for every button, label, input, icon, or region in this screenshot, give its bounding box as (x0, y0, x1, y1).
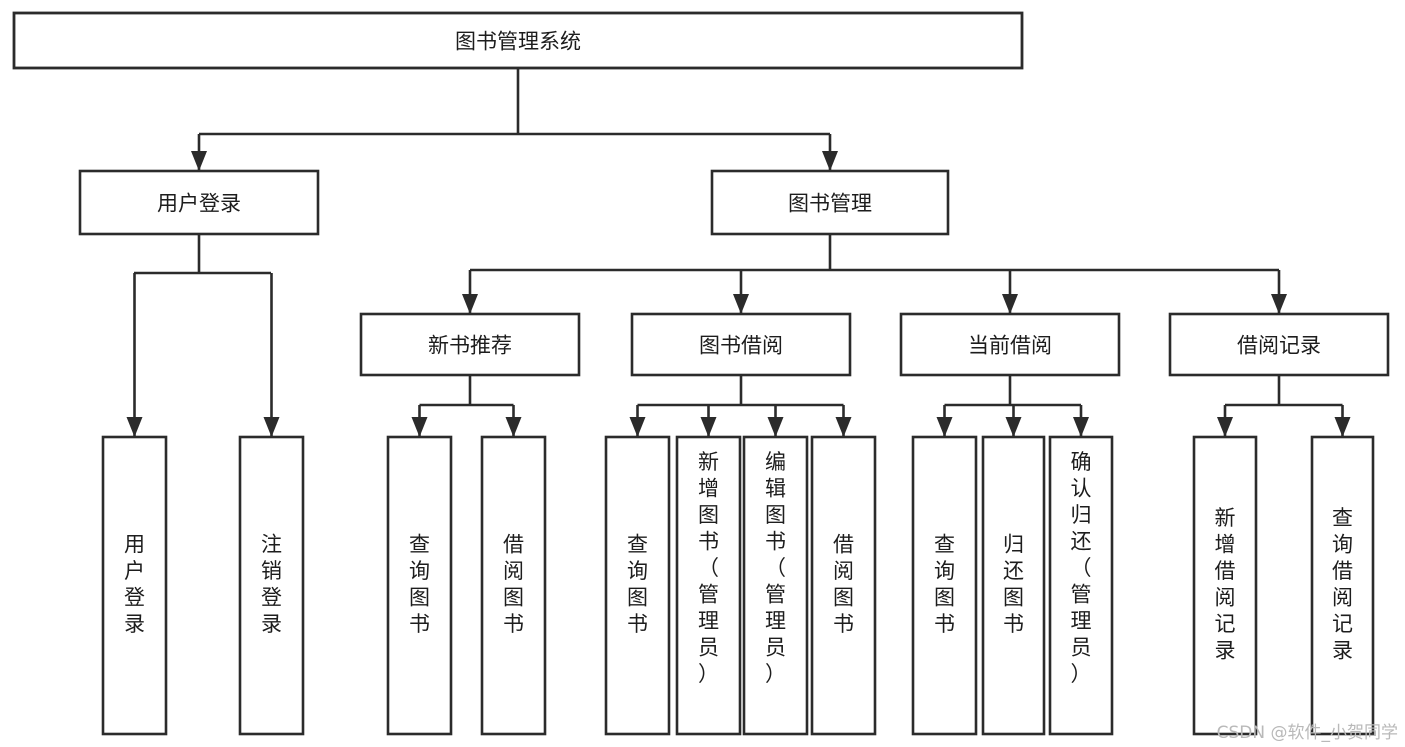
arrow-head-icon (462, 294, 478, 314)
node-leaf-query-book-rec-box[interactable] (386, 435, 453, 736)
node-user-login-label: 用户登录 (157, 192, 241, 216)
node-leaf-confirm-return[interactable]: 确认归还（管理员） (1048, 435, 1114, 736)
node-root-图书管理系统-label: 图书管理系统 (455, 30, 581, 54)
node-leaf-query-book-rec-label: 查询图书 (409, 533, 430, 637)
arrow-head-icon (505, 417, 522, 437)
node-leaf-add-book[interactable]: 新增图书（管理员） (675, 435, 742, 736)
node-leaf-add-book-box[interactable] (675, 435, 742, 736)
node-root-图书管理系统[interactable]: 图书管理系统 (12, 11, 1024, 70)
node-leaf-borrow-book-label: 借阅图书 (833, 533, 854, 637)
node-leaf-edit-book-label: 编辑图书（管理员） (765, 450, 786, 686)
arrow-head-icon (700, 417, 717, 437)
node-leaf-borrow-book-rec-label: 借阅图书 (503, 533, 524, 637)
node-book-manage[interactable]: 图书管理 (710, 169, 950, 236)
node-root-图书管理系统-box[interactable] (12, 11, 1024, 70)
arrow-head-icon (1334, 417, 1351, 437)
node-borrow-record[interactable]: 借阅记录 (1168, 312, 1390, 377)
arrow-head-icon (1005, 417, 1022, 437)
watermark-layer: CSDN @软件_小贺同学 (1217, 723, 1398, 743)
node-layer: 图书管理系统用户登录图书管理新书推荐图书借阅当前借阅借阅记录用户登录注销登录查询… (12, 11, 1390, 736)
node-leaf-borrow-book-box[interactable] (810, 435, 877, 736)
node-leaf-add-record[interactable]: 新增借阅记录 (1192, 435, 1258, 736)
node-leaf-return-book-label: 归还图书 (1003, 533, 1024, 637)
node-leaf-return-book[interactable]: 归还图书 (981, 435, 1046, 736)
node-leaf-logout[interactable]: 注销登录 (238, 435, 305, 736)
node-leaf-query-record-label: 查询借阅记录 (1332, 506, 1353, 663)
node-leaf-confirm-return-label: 确认归还（管理员） (1071, 450, 1092, 686)
node-leaf-add-record-box[interactable] (1192, 435, 1258, 736)
node-book-manage-label: 图书管理 (788, 192, 872, 216)
node-current-borrow[interactable]: 当前借阅 (899, 312, 1121, 377)
node-leaf-confirm-return-box[interactable] (1048, 435, 1114, 736)
arrow-head-icon (411, 417, 428, 437)
node-leaf-logout-box[interactable] (238, 435, 305, 736)
node-book-manage-box[interactable] (710, 169, 950, 236)
arrow-head-icon (1217, 417, 1233, 437)
node-user-login-box[interactable] (78, 169, 320, 236)
arrow-head-icon (126, 417, 143, 437)
arrow-head-icon (835, 417, 852, 437)
node-leaf-borrow-book-rec-box[interactable] (480, 435, 547, 736)
node-leaf-logout-label: 注销登录 (261, 533, 282, 637)
arrow-head-icon (1073, 417, 1089, 437)
node-leaf-user-login[interactable]: 用户登录 (101, 435, 168, 736)
node-leaf-add-record-label: 新增借阅记录 (1215, 506, 1236, 663)
connector-layer (126, 68, 1351, 437)
node-leaf-user-login-box[interactable] (101, 435, 168, 736)
node-leaf-query-book-borrow-box[interactable] (604, 435, 671, 736)
node-current-borrow-box[interactable] (899, 312, 1121, 377)
arrow-head-icon (1271, 294, 1287, 314)
node-new-book-rec-label: 新书推荐 (428, 334, 512, 358)
node-leaf-query-book-cur-box[interactable] (911, 435, 978, 736)
node-new-book-rec[interactable]: 新书推荐 (359, 312, 581, 377)
arrow-head-icon (822, 151, 838, 171)
arrow-head-icon (733, 294, 749, 314)
node-leaf-query-book-rec[interactable]: 查询图书 (386, 435, 453, 736)
node-leaf-edit-book-box[interactable] (742, 435, 809, 736)
node-leaf-query-record[interactable]: 查询借阅记录 (1310, 435, 1375, 736)
node-current-borrow-label: 当前借阅 (968, 334, 1052, 358)
node-book-borrow[interactable]: 图书借阅 (630, 312, 852, 377)
node-leaf-query-book-cur[interactable]: 查询图书 (911, 435, 978, 736)
node-book-borrow-box[interactable] (630, 312, 852, 377)
node-leaf-borrow-book[interactable]: 借阅图书 (810, 435, 877, 736)
csdn-watermark: CSDN @软件_小贺同学 (1217, 723, 1398, 743)
node-leaf-return-book-box[interactable] (981, 435, 1046, 736)
arrow-head-icon (629, 417, 646, 437)
node-leaf-user-login-label: 用户登录 (124, 533, 145, 637)
node-leaf-borrow-book-rec[interactable]: 借阅图书 (480, 435, 547, 736)
arrow-head-icon (936, 417, 953, 437)
node-book-borrow-label: 图书借阅 (699, 334, 783, 358)
arrow-head-icon (1002, 294, 1018, 314)
arrow-head-icon (191, 151, 207, 171)
node-leaf-add-book-label: 新增图书（管理员） (698, 450, 719, 686)
arrow-head-icon (263, 417, 280, 437)
arrow-head-icon (767, 417, 784, 437)
node-leaf-query-record-box[interactable] (1310, 435, 1375, 736)
node-leaf-query-book-borrow[interactable]: 查询图书 (604, 435, 671, 736)
node-borrow-record-label: 借阅记录 (1237, 334, 1321, 358)
node-leaf-edit-book[interactable]: 编辑图书（管理员） (742, 435, 809, 736)
node-leaf-query-book-borrow-label: 查询图书 (627, 533, 648, 637)
node-user-login[interactable]: 用户登录 (78, 169, 320, 236)
node-borrow-record-box[interactable] (1168, 312, 1390, 377)
node-new-book-rec-box[interactable] (359, 312, 581, 377)
node-leaf-query-book-cur-label: 查询图书 (934, 533, 955, 637)
